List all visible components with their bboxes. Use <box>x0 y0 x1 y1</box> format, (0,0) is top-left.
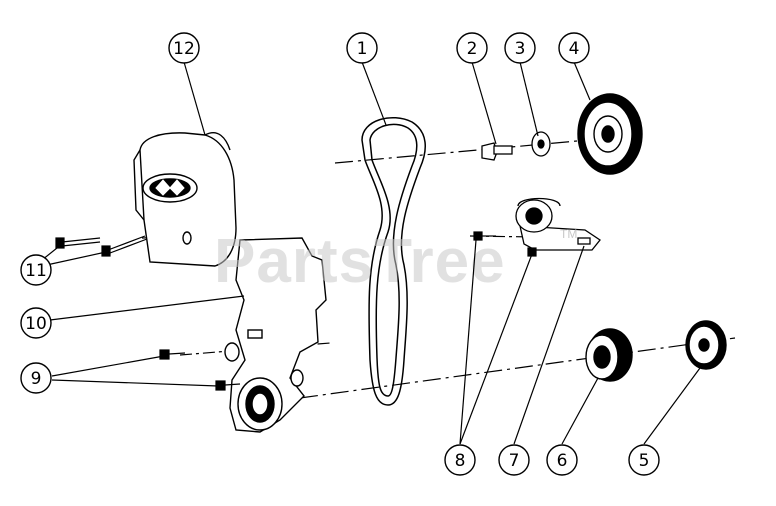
callout-3: 3 <box>504 32 536 64</box>
washer-drawing <box>531 131 551 157</box>
crankshaft-sprocket-drawing <box>585 328 633 382</box>
callout-9: 9 <box>20 362 52 394</box>
callout-label: 7 <box>509 451 520 471</box>
callout-4: 4 <box>558 32 590 64</box>
callout-label: 9 <box>31 369 42 389</box>
upper-timing-cover-drawing <box>133 132 237 267</box>
tensioner-drawing <box>515 197 601 251</box>
callout-2: 2 <box>456 32 488 64</box>
callout-label: 8 <box>455 451 466 471</box>
tensioner-bolts-drawing <box>473 231 537 257</box>
callout-1: 1 <box>346 32 378 64</box>
callout-7: 7 <box>498 444 530 476</box>
lower-timing-cover-drawing <box>224 237 327 433</box>
callout-6: 6 <box>546 444 578 476</box>
camshaft-pulley-drawing <box>577 93 643 175</box>
callout-12: 12 <box>168 32 200 64</box>
watermark-trademark: TM <box>560 227 577 241</box>
callout-label: 5 <box>639 451 650 471</box>
callout-label: 3 <box>515 39 526 59</box>
lower-cover-bolts-drawing <box>159 349 241 391</box>
callout-label: 6 <box>557 451 568 471</box>
callout-11: 11 <box>20 254 52 286</box>
callout-5: 5 <box>628 444 660 476</box>
watermark-text: PartsTree <box>214 227 506 296</box>
callout-label: 2 <box>467 39 478 59</box>
timing-belt-drawing <box>361 117 426 406</box>
callout-label: 1 <box>357 39 368 59</box>
crank-washer-drawing <box>685 320 727 370</box>
callout-8: 8 <box>444 444 476 476</box>
callout-label: 10 <box>25 314 47 334</box>
callout-label: 4 <box>569 39 580 59</box>
callout-10: 10 <box>20 307 52 339</box>
pulley-bolt-drawing <box>481 142 513 161</box>
callout-label: 12 <box>173 39 195 59</box>
leader-lines <box>41 61 701 445</box>
callout-label: 11 <box>25 261 47 281</box>
upper-cover-bolts-drawing <box>55 235 148 257</box>
